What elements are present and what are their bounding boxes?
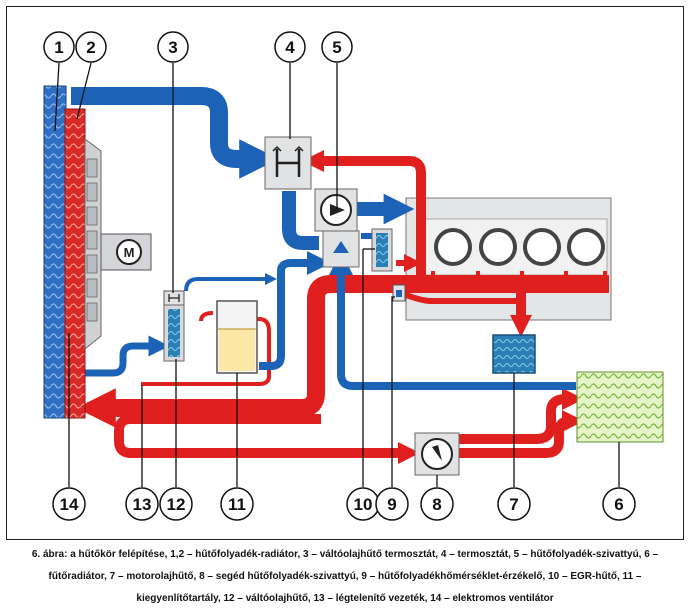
temperature-sensor [392,284,406,302]
callout-13: 13 [125,487,159,521]
expansion-tank [216,300,258,374]
hot-heater-return-pipe [114,414,421,465]
svg-text:8: 8 [432,495,441,514]
radiator-1 [43,85,67,419]
hot-tank-inlet [199,311,214,322]
junction-block [322,230,360,268]
electric-fan: M [84,138,152,351]
radiator-2 [64,108,86,419]
hot-header-drops [431,271,607,284]
engine-cylinders [434,228,605,266]
engine-oil-cooler [492,334,536,374]
auxiliary-coolant-pump [414,432,460,476]
motor-label: M [124,245,135,260]
svg-text:9: 9 [387,495,396,514]
callout-10: 10 [346,487,380,521]
coolant-pump [314,188,358,232]
svg-text:11: 11 [228,495,246,514]
svg-text:6: 6 [614,495,623,514]
svg-text:10: 10 [354,495,373,514]
svg-text:2: 2 [86,38,95,57]
cold-thermostat-to-pump [282,191,319,250]
svg-text:12: 12 [167,495,186,514]
hot-main-return-pipe [76,275,609,428]
svg-text:5: 5 [332,38,341,57]
svg-text:14: 14 [60,495,79,514]
heater-core [576,371,664,443]
diagram-frame: M [6,6,684,540]
svg-text:13: 13 [133,495,152,514]
transmission-oil-cooler [163,290,185,362]
callout-7: 7 [497,487,531,521]
coolant-radiator [43,85,86,419]
cold-radiator-outlet-pipe [71,87,279,179]
callout-8: 8 [420,487,454,521]
svg-text:3: 3 [168,38,177,57]
cold-thermostat3-outlet [184,273,277,292]
cold-trans-cooler-feed [83,335,170,377]
callout-1: 1 [43,31,75,63]
callout-12: 12 [159,487,193,521]
callout-11: 11 [220,487,254,521]
svg-text:7: 7 [509,495,518,514]
hot-coolant-pipes [76,149,609,465]
callout-9: 9 [375,487,409,521]
hot-heater-lower-pipe [459,409,585,458]
hot-to-thermostat-pipe [301,149,426,284]
fan-motor-symbol [116,239,142,265]
callout-14: 14 [52,487,86,521]
callout-leaders [54,62,620,487]
callout-2: 2 [75,31,107,63]
figure-caption: 6. ábra: a hűtőkör felépítése, 1,2 – hűt… [31,549,659,604]
callout-5: 5 [321,31,353,63]
vent-line [141,317,271,386]
cooling-circuit-diagram: M [43,31,664,521]
callout-markers: 1 2 3 4 5 14 13 12 [43,31,636,521]
egr-cooler [371,228,393,272]
thermostat [264,136,312,190]
callout-4: 4 [274,31,306,63]
svg-text:1: 1 [54,38,63,57]
cold-heater-return-pipe [329,251,576,390]
callout-3: 3 [157,31,189,63]
cold-tank-outlet [259,251,331,370]
hot-heater-upper-pipe [459,387,585,444]
svg-text:4: 4 [285,38,295,57]
callout-6: 6 [602,487,636,521]
cold-coolant-pipes [71,87,576,390]
